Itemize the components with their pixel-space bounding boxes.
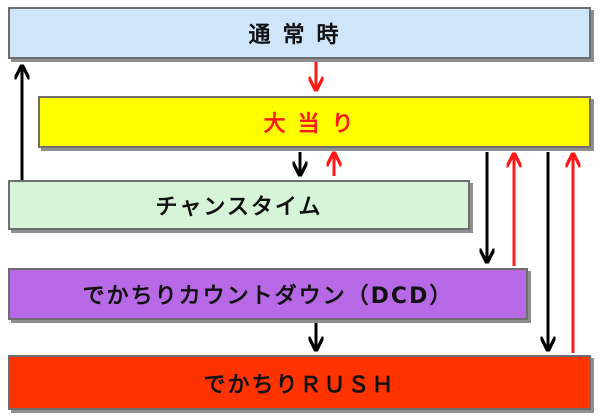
state-box-dcd: でかちりカウントダウン（DCD） [8, 268, 528, 320]
state-label-chance-time: チャンスタイム [155, 195, 323, 220]
state-box-rush: でかちりＲＵＳＨ [8, 355, 591, 410]
state-box-jackpot: 大当り [38, 96, 591, 148]
state-box-chance-time: チャンスタイム [8, 180, 470, 230]
state-label-jackpot: 大当り [263, 112, 366, 137]
state-box-normal: 通常時 [8, 7, 591, 59]
state-label-dcd: でかちりカウントダウン（DCD） [82, 284, 454, 309]
state-label-normal: 通常時 [248, 23, 351, 48]
state-label-rush: でかちりＲＵＳＨ [203, 372, 396, 398]
